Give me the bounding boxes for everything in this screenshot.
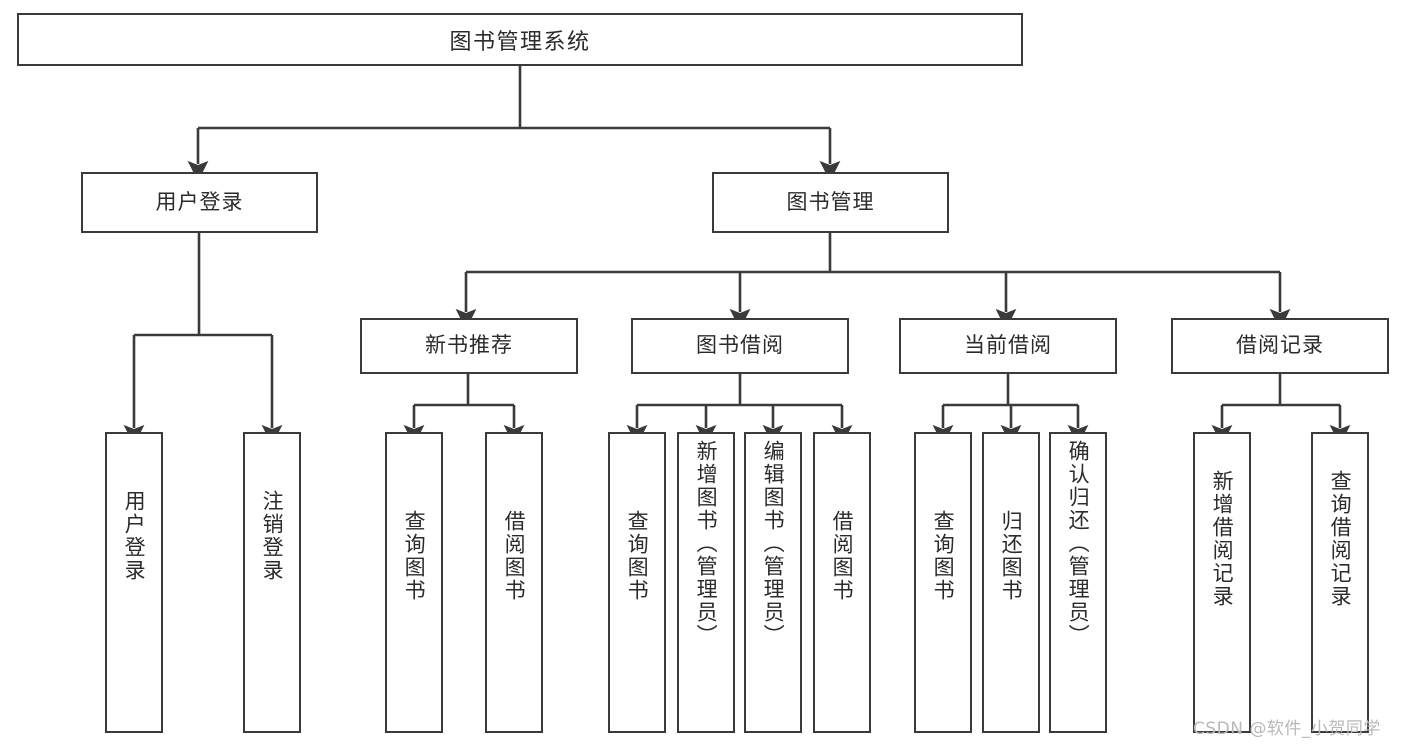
node-leaf-query-book-2[interactable]: 查询图书 bbox=[608, 432, 666, 733]
node-leaf-borrow-book-2-label: 借阅图书 bbox=[830, 510, 855, 602]
node-leaf-confirm-return-label: 确认归还（管理员） bbox=[1066, 440, 1091, 647]
node-leaf-query-borrow-record[interactable]: 查询借阅记录 bbox=[1311, 432, 1369, 733]
node-leaf-add-book-label: 新增图书（管理员） bbox=[694, 440, 719, 647]
node-leaf-query-book-1-label: 查询图书 bbox=[402, 510, 427, 602]
node-borrow-record-label: 借阅记录 bbox=[1236, 333, 1324, 358]
node-leaf-borrow-book-2[interactable]: 借阅图书 bbox=[813, 432, 871, 733]
node-leaf-query-borrow-record-label: 查询借阅记录 bbox=[1328, 470, 1353, 608]
node-book-borrow[interactable]: 图书借阅 bbox=[631, 318, 849, 374]
node-leaf-borrow-book-1[interactable]: 借阅图书 bbox=[485, 432, 543, 733]
node-book-borrow-label: 图书借阅 bbox=[696, 333, 784, 358]
node-leaf-query-book-2-label: 查询图书 bbox=[625, 510, 650, 602]
node-leaf-edit-book-label: 编辑图书（管理员） bbox=[761, 440, 786, 647]
node-leaf-return-book-label: 归还图书 bbox=[999, 510, 1024, 602]
node-new-book-recommend[interactable]: 新书推荐 bbox=[360, 318, 578, 374]
node-leaf-confirm-return[interactable]: 确认归还（管理员） bbox=[1049, 432, 1107, 733]
node-leaf-add-borrow-record[interactable]: 新增借阅记录 bbox=[1193, 432, 1251, 733]
node-current-borrow-label: 当前借阅 bbox=[964, 333, 1052, 358]
node-leaf-return-book[interactable]: 归还图书 bbox=[982, 432, 1040, 733]
node-leaf-user-login-label: 用户登录 bbox=[122, 490, 147, 582]
node-leaf-user-login[interactable]: 用户登录 bbox=[105, 432, 163, 733]
node-leaf-edit-book[interactable]: 编辑图书（管理员） bbox=[744, 432, 802, 733]
node-root-label: 图书管理系统 bbox=[449, 29, 591, 55]
node-current-borrow[interactable]: 当前借阅 bbox=[899, 318, 1117, 374]
node-new-book-recommend-label: 新书推荐 bbox=[425, 333, 513, 358]
node-borrow-record[interactable]: 借阅记录 bbox=[1171, 318, 1389, 374]
node-root[interactable]: 图书管理系统 bbox=[17, 13, 1023, 66]
node-leaf-query-book-1[interactable]: 查询图书 bbox=[385, 432, 443, 733]
node-leaf-query-book-3-label: 查询图书 bbox=[931, 510, 956, 602]
node-book-manage[interactable]: 图书管理 bbox=[712, 172, 949, 233]
node-leaf-query-book-3[interactable]: 查询图书 bbox=[914, 432, 972, 733]
node-leaf-add-borrow-record-label: 新增借阅记录 bbox=[1210, 470, 1235, 608]
node-leaf-add-book[interactable]: 新增图书（管理员） bbox=[677, 432, 735, 733]
node-leaf-logout-login-label: 注销登录 bbox=[260, 490, 285, 582]
node-book-manage-label: 图书管理 bbox=[786, 189, 875, 214]
node-user-login-label: 用户登录 bbox=[155, 189, 244, 214]
node-user-login[interactable]: 用户登录 bbox=[81, 172, 318, 233]
node-leaf-borrow-book-1-label: 借阅图书 bbox=[502, 510, 527, 602]
node-leaf-logout-login[interactable]: 注销登录 bbox=[243, 432, 301, 733]
